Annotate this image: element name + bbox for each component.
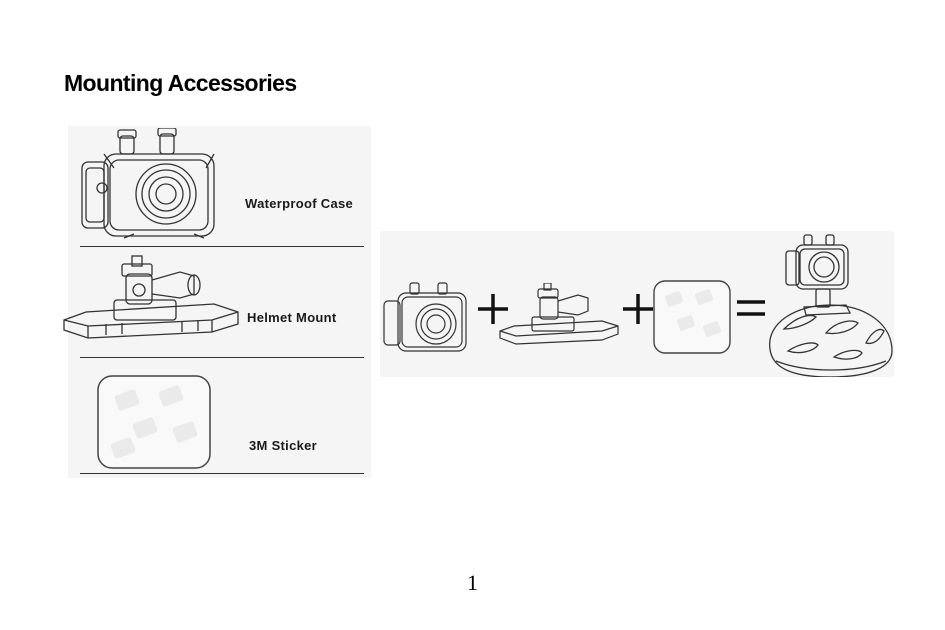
helmet-mount-icon	[499, 283, 619, 345]
equals-icon	[737, 300, 765, 316]
divider	[80, 357, 364, 358]
helmet-mount-label: Helmet Mount	[247, 310, 337, 325]
helmet-mount-icon	[63, 255, 239, 339]
waterproof-case-icon	[383, 282, 467, 352]
divider	[80, 246, 364, 247]
divider	[80, 473, 364, 474]
assembly-equation	[380, 231, 894, 377]
plus-icon	[623, 294, 653, 324]
helmet-with-camera-icon	[769, 234, 893, 377]
plus-icon	[478, 294, 508, 324]
waterproof-case-icon	[81, 128, 215, 239]
waterproof-case-label: Waterproof Case	[245, 196, 354, 211]
sticker-icon	[97, 375, 211, 469]
page-number: 1	[467, 570, 478, 595]
sticker-label: 3M Sticker	[249, 438, 318, 453]
page-title: Mounting Accessories	[64, 70, 297, 96]
sticker-icon	[653, 280, 731, 354]
accessory-list: Waterproof Case Helmet Mount 3M S	[63, 126, 371, 478]
